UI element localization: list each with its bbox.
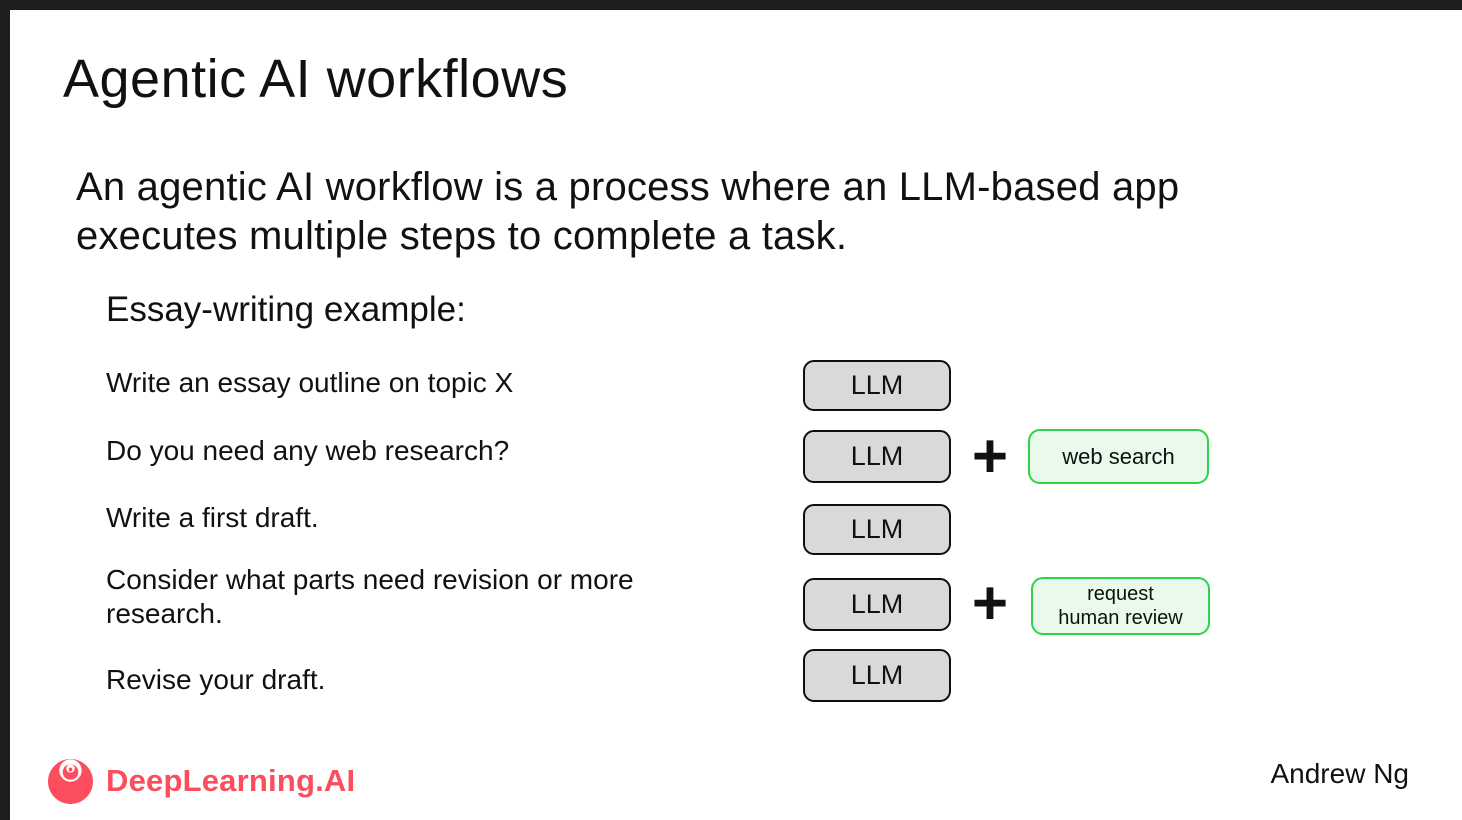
step-label: Do you need any web research?: [106, 435, 510, 466]
step-label: Write a first draft.: [106, 502, 319, 533]
deeplearning-logo-icon: [44, 753, 99, 808]
llm-box: LLM: [803, 504, 951, 555]
llm-box: LLM: [803, 649, 951, 702]
intro-text: An agentic AI workflow is a process wher…: [76, 165, 1180, 258]
slide: Agentic AI workflows An agentic AI workf…: [10, 10, 1462, 820]
step-label: Revise your draft.: [106, 664, 326, 695]
llm-box: LLM: [803, 578, 951, 631]
brand-name: DeepLearning.AI: [106, 762, 356, 798]
plus-sign: +: [971, 422, 1009, 491]
plus-sign: +: [971, 569, 1009, 638]
slide-title: Agentic AI workflows: [63, 49, 569, 109]
step-label: Write an essay outline on topic X: [106, 367, 514, 398]
llm-box: LLM: [803, 360, 951, 411]
step-label: Consider what parts need revision or mor…: [106, 564, 634, 629]
author-name: Andrew Ng: [1270, 758, 1409, 789]
human-review-box: request human review: [1031, 577, 1210, 635]
deeplearning-logo: DeepLearning.AI: [44, 753, 355, 808]
llm-box: LLM: [803, 430, 951, 483]
example-heading: Essay-writing example:: [106, 290, 466, 329]
web-search-box: web search: [1028, 429, 1209, 484]
